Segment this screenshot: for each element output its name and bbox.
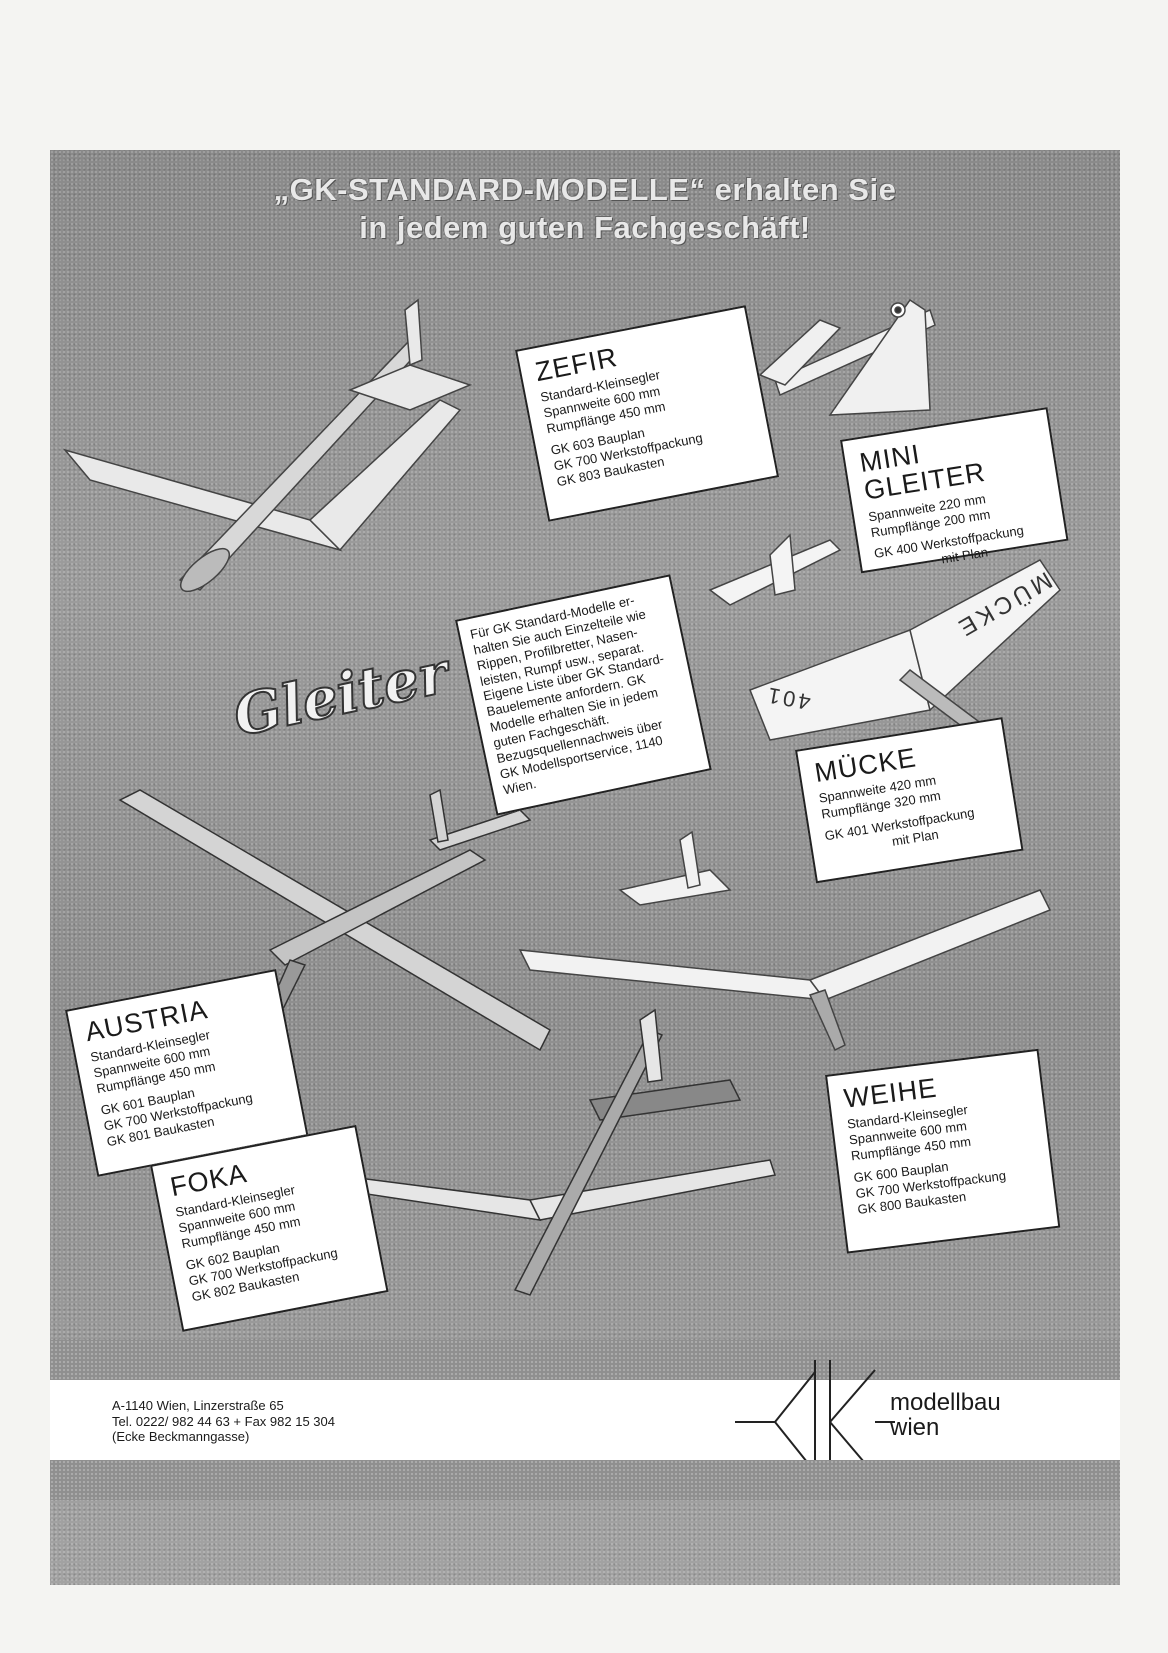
mini-gleiter-illustration (758, 298, 936, 416)
footer: A-1140 Wien, Linzerstraße 65 Tel. 0222/ … (50, 1340, 1120, 1500)
address-note: (Ecke Beckmanngasse) (112, 1429, 250, 1445)
footer-band-top (50, 1340, 1120, 1380)
headline-line-2: in jedem guten Fachgeschäft! (359, 210, 811, 245)
weihe-glider-illustration (518, 830, 1052, 1052)
address-street: A-1140 Wien, Linzerstraße 65 (112, 1398, 284, 1413)
headline-line-1: „GK-STANDARD-MODELLE“ erhalten Sie (273, 172, 897, 207)
address-phone: Tel. 0222/ 982 44 63 + Fax 982 15 304 (112, 1413, 335, 1429)
zefir-glider-illustration (62, 298, 473, 593)
logo-line-2: wien (890, 1414, 940, 1442)
advertisement-panel: „GK-STANDARD-MODELLE“ erhalten Sie in je… (50, 150, 1120, 1585)
company-address: A-1140 Wien, Linzerstraße 65 Tel. 0222/ … (112, 1398, 335, 1445)
glider-illustrations (62, 298, 1061, 1296)
footer-band-bottom (50, 1460, 1120, 1500)
card-weihe: WEIHE Standard-Kleinsegler Spannweite 60… (825, 1048, 1061, 1254)
company-logo-text: modellbau wien (890, 1389, 1001, 1442)
muecke-glider-illustration (708, 533, 1061, 741)
foka-glider-illustration (333, 1008, 776, 1296)
logo-line-1: modellbau (890, 1389, 1001, 1416)
